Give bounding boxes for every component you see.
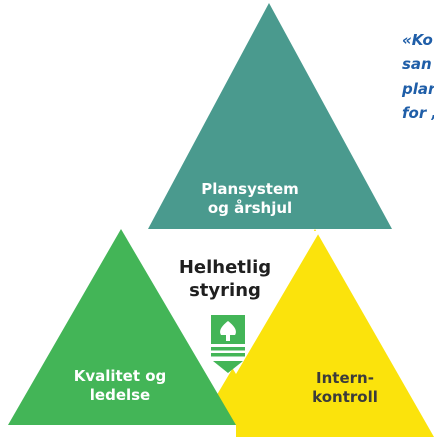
left-triangle-label: Kvalitet og ledelse xyxy=(55,367,185,405)
left-label-line2: ledelse xyxy=(89,385,151,404)
top-triangle-label: Plansystem og årshjul xyxy=(180,180,320,218)
quote-text: «Ko san plar for , xyxy=(402,28,434,125)
right-label-line2: kontroll xyxy=(312,387,378,406)
top-label-line1: Plansystem xyxy=(201,180,299,198)
top-triangle xyxy=(148,3,392,229)
quote-line: for , xyxy=(402,103,434,122)
quote-line: san xyxy=(402,55,432,74)
left-label-line1: Kvalitet og xyxy=(73,367,167,385)
center-title-line1: Helhetlig xyxy=(178,257,272,278)
right-label-line1: Intern- xyxy=(316,369,374,387)
double-chevron-down-icon xyxy=(211,347,245,373)
tree-emblem-icon xyxy=(211,315,245,344)
right-triangle xyxy=(192,229,434,437)
center-white-triangle xyxy=(149,231,320,374)
left-triangle xyxy=(8,229,236,425)
center-title-line2: styring xyxy=(189,280,261,302)
center-title: Helhetlig styring xyxy=(150,256,300,303)
right-triangle-label: Intern- kontroll xyxy=(290,369,400,407)
bottom-left-white-strip xyxy=(0,425,236,437)
top-label-line2: og årshjul xyxy=(207,198,293,217)
quote-line: plar xyxy=(402,79,434,98)
quote-line: «Ko xyxy=(402,31,433,49)
